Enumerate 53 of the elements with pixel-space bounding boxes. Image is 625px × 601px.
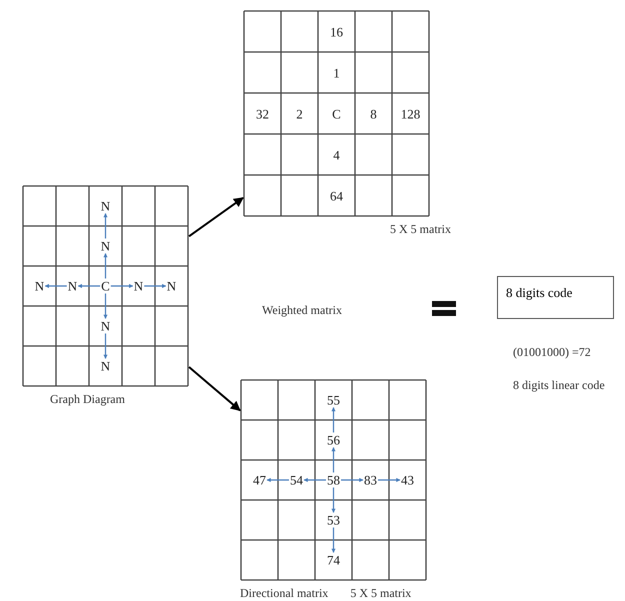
grid-caption: 5 X 5 matrix <box>350 586 412 601</box>
arrow <box>331 407 336 432</box>
cell-label: N <box>100 238 112 254</box>
arrow <box>110 284 134 288</box>
cell-label: N <box>100 358 112 374</box>
arrow <box>304 478 326 482</box>
cell-label: N <box>34 278 46 294</box>
arrow <box>103 253 108 278</box>
cell-label: 2 <box>295 106 304 121</box>
cell-label: 47 <box>252 472 267 488</box>
cell-label: 53 <box>326 512 341 528</box>
arrow <box>103 334 108 359</box>
cell-label: 54 <box>289 472 304 488</box>
cell-label: N <box>132 278 144 294</box>
cell-label: 8 <box>369 106 378 121</box>
arrow <box>331 488 336 513</box>
cell-label: 55 <box>326 392 341 408</box>
cell-label: N <box>66 278 78 294</box>
cell-label: 58 <box>326 472 341 488</box>
arrow <box>331 528 336 553</box>
cell-label: C <box>331 106 342 121</box>
grid-caption: Graph Diagram <box>50 392 125 407</box>
cell-label: N <box>100 318 112 334</box>
arrow <box>378 478 400 482</box>
arrow <box>188 366 241 412</box>
arrow <box>144 284 166 288</box>
grid-caption: 5 X 5 matrix <box>390 222 451 237</box>
cell-label: C <box>100 278 111 294</box>
note-text: Weighted matrix <box>262 303 342 318</box>
cell-label: 83 <box>363 472 378 488</box>
arrow <box>78 284 100 288</box>
cell-label: 4 <box>332 147 341 162</box>
cell-label: 74 <box>326 552 341 568</box>
arrow <box>331 447 336 472</box>
cell-label: N <box>100 198 112 214</box>
cell-label: 16 <box>329 24 344 39</box>
arrow <box>188 196 244 238</box>
arrow <box>103 294 108 319</box>
cell-label: 64 <box>329 188 344 203</box>
note-text: (01001000) =72 <box>513 345 591 360</box>
code-box: 8 digits code <box>497 276 614 319</box>
note-text: 8 digits linear code <box>513 378 606 393</box>
arrow <box>266 478 289 482</box>
arrow <box>341 478 364 482</box>
arrow <box>103 213 108 238</box>
grid-caption: Directional matrix <box>240 586 328 601</box>
cell-label: 128 <box>400 106 422 121</box>
arrow <box>44 284 67 288</box>
cell-label: 56 <box>326 432 341 448</box>
cell-label: 1 <box>332 65 341 80</box>
cell-label: 32 <box>255 106 270 121</box>
cell-label: 43 <box>400 472 415 488</box>
cell-label: N <box>166 278 178 294</box>
